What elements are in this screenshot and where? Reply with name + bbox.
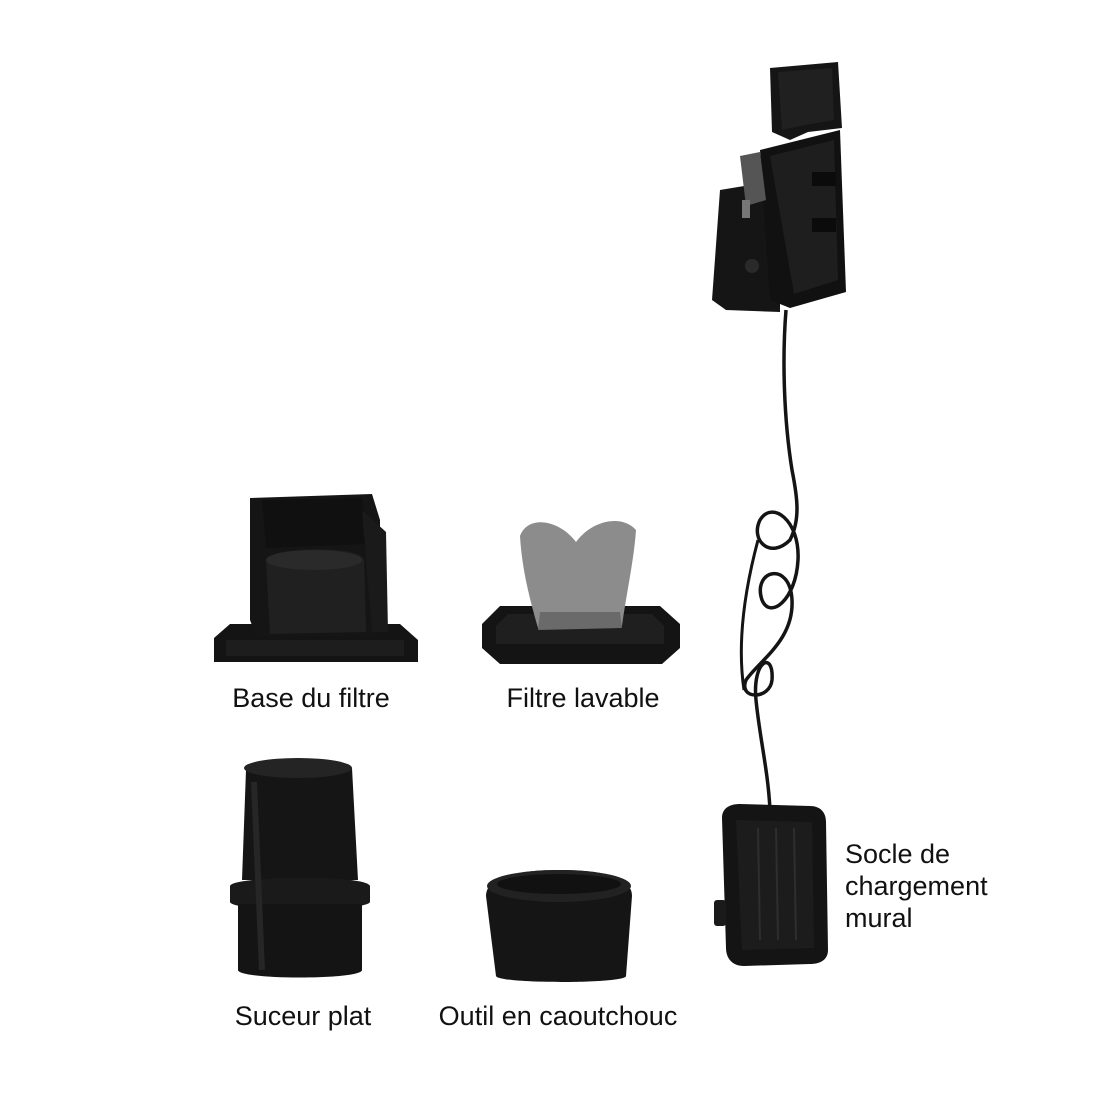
- wall-charger-label-line: chargement: [845, 871, 988, 901]
- wall-charger-label-line: mural: [845, 903, 913, 933]
- washable-filter: [482, 520, 680, 664]
- washable-filter-label: Filtre lavable: [506, 683, 660, 713]
- filter-base: [214, 494, 418, 662]
- rubber-tool-label: Outil en caoutchouc: [438, 1001, 678, 1031]
- charger-cable: [743, 309, 800, 811]
- wall-charging-dock: [712, 62, 846, 312]
- wall-charger-label-line: Socle de: [845, 839, 951, 869]
- wall-charger-label: Socle de chargement mural: [845, 838, 988, 934]
- filter-base-label: Base du filtre: [232, 683, 390, 713]
- rubber-tool: [486, 870, 632, 982]
- wall-charger-adapter: [714, 804, 828, 966]
- flat-nozzle-label: Suceur plat: [234, 1001, 372, 1031]
- flat-nozzle: [230, 758, 370, 978]
